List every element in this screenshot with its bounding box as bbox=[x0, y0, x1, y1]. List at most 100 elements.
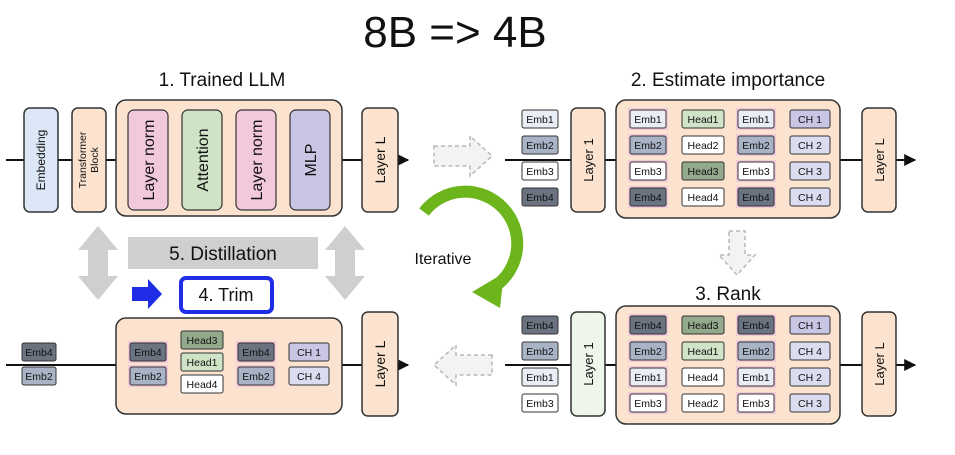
trim-input-emb-label: Emb4 bbox=[25, 347, 53, 359]
rank-emb-b-cell bbox=[737, 367, 775, 387]
trim-channel-cell bbox=[288, 366, 330, 386]
rank-emb-a-cell bbox=[629, 367, 667, 387]
embedding-block bbox=[23, 107, 59, 213]
estimate-input-emb-label: Emb4 bbox=[526, 192, 554, 204]
transformer-block-label-line1: Transformer bbox=[77, 131, 89, 188]
layer-l-block-rank bbox=[861, 311, 897, 417]
step-trained-label: 1. Trained LLM bbox=[159, 70, 286, 91]
estimate-layer-container bbox=[615, 99, 841, 219]
estimate-emb-a-cell bbox=[629, 187, 667, 207]
trim-layer-container bbox=[115, 317, 343, 415]
trim-emb-b-label: Emb2 bbox=[242, 371, 270, 383]
trim-channel-label: CH 4 bbox=[297, 371, 321, 383]
estimate-head-label: Head4 bbox=[688, 192, 719, 204]
estimate-head-label: Head1 bbox=[688, 114, 719, 126]
layer1-block-estimate bbox=[570, 107, 606, 213]
estimate-emb-b-label: Emb1 bbox=[742, 114, 770, 126]
rank-channel-cell bbox=[789, 315, 831, 335]
layer-norm-label-2: Layer norm bbox=[249, 120, 266, 201]
rank-input-emb-label: Emb1 bbox=[526, 372, 554, 384]
page-title: 8B => 4B bbox=[363, 8, 546, 57]
estimate-emb-a-label: Emb1 bbox=[634, 114, 662, 126]
attention-label: Attention bbox=[195, 128, 212, 191]
rank-channel-cell bbox=[789, 393, 831, 413]
trim-label-box bbox=[179, 276, 274, 314]
layer-l-label-rank: Layer L bbox=[872, 342, 887, 385]
estimate-channel-cell bbox=[789, 135, 831, 155]
estimate-emb-b-cell bbox=[737, 187, 775, 207]
trim-channel-cell bbox=[288, 342, 330, 362]
rank-input-emb-cell bbox=[521, 315, 559, 335]
dashed-arrow-to-rank bbox=[717, 230, 757, 277]
rank-emb-a-cell bbox=[629, 341, 667, 361]
mlp-block bbox=[289, 109, 331, 211]
estimate-input-emb-label: Emb2 bbox=[526, 140, 554, 152]
estimate-channel-label: CH 2 bbox=[798, 140, 822, 152]
layer1-label-estimate: Layer 1 bbox=[581, 138, 596, 181]
iterative-cycle-arc bbox=[419, 185, 524, 292]
trim-input-emb-label: Emb2 bbox=[25, 371, 53, 383]
rank-head-label: Head1 bbox=[688, 346, 719, 358]
estimate-input-emb-cell bbox=[521, 161, 559, 181]
rank-head-label: Head4 bbox=[688, 372, 719, 384]
layer-l-block-trained bbox=[361, 107, 399, 213]
rank-emb-b-cell bbox=[737, 341, 775, 361]
rank-input-emb-cell bbox=[521, 393, 559, 413]
estimate-channel-label: CH 3 bbox=[798, 166, 822, 178]
distillation-label: 5. Distillation bbox=[169, 244, 277, 265]
estimate-emb-b-label: Emb2 bbox=[742, 140, 770, 152]
rank-emb-a-label: Emb2 bbox=[634, 346, 662, 358]
rank-head-cell bbox=[681, 393, 725, 413]
rank-input-emb-label: Emb3 bbox=[526, 398, 554, 410]
layer-norm-block-1 bbox=[127, 109, 169, 211]
rank-emb-b-label: Emb3 bbox=[742, 398, 770, 410]
rank-emb-b-label: Emb4 bbox=[742, 320, 770, 332]
trim-emb-a-cell bbox=[129, 342, 167, 362]
estimate-emb-a-cell bbox=[629, 109, 667, 129]
layer-l-block-trim bbox=[361, 311, 399, 417]
rank-emb-a-label: Emb4 bbox=[634, 320, 662, 332]
rank-layer-container bbox=[615, 305, 841, 425]
estimate-emb-a-cell bbox=[629, 135, 667, 155]
trim-emb-a-label: Emb2 bbox=[134, 371, 162, 383]
rank-input-emb-label: Emb2 bbox=[526, 346, 554, 358]
layer-norm-label-1: Layer norm bbox=[141, 120, 158, 201]
estimate-channel-label: CH 1 bbox=[798, 114, 822, 126]
trim-emb-b-cell bbox=[237, 342, 275, 362]
estimate-input-emb-label: Emb1 bbox=[526, 114, 554, 126]
embedding-label: Embedding bbox=[34, 130, 48, 191]
trim-label: 4. Trim bbox=[198, 285, 253, 305]
estimate-channel-label: CH 4 bbox=[798, 192, 822, 204]
estimate-head-label: Head2 bbox=[688, 140, 719, 152]
layer1-block-rank bbox=[570, 311, 606, 417]
trim-emb-a-cell bbox=[129, 366, 167, 386]
rank-emb-a-label: Emb1 bbox=[634, 372, 662, 384]
distill-arrow-left bbox=[78, 226, 118, 300]
transformer-block bbox=[71, 107, 107, 213]
estimate-emb-a-cell bbox=[629, 161, 667, 181]
rank-emb-a-label: Emb3 bbox=[634, 398, 662, 410]
estimate-emb-a-label: Emb2 bbox=[634, 140, 662, 152]
trim-emb-b-label: Emb4 bbox=[242, 347, 270, 359]
trim-pointer-arrow bbox=[132, 279, 162, 309]
trim-input-emb-cell bbox=[21, 342, 57, 362]
transformer-layer-container bbox=[115, 99, 343, 217]
transformer-block-label-line2: Block bbox=[89, 146, 101, 172]
estimate-head-cell bbox=[681, 161, 725, 181]
estimate-input-emb-cell bbox=[521, 109, 559, 129]
estimate-input-emb-label: Emb3 bbox=[526, 166, 554, 178]
estimate-head-cell bbox=[681, 109, 725, 129]
rank-channel-label: CH 1 bbox=[798, 320, 822, 332]
rank-head-cell bbox=[681, 367, 725, 387]
rank-head-label: Head2 bbox=[688, 398, 719, 410]
estimate-input-emb-cell bbox=[521, 135, 559, 155]
iterative-cycle-arrowhead bbox=[472, 273, 504, 308]
trim-head-cell bbox=[180, 330, 224, 350]
distill-arrow-right bbox=[325, 226, 365, 300]
dashed-arrow-to-trim bbox=[432, 343, 493, 387]
estimate-input-emb-cell bbox=[521, 187, 559, 207]
rank-head-label: Head3 bbox=[688, 320, 719, 332]
